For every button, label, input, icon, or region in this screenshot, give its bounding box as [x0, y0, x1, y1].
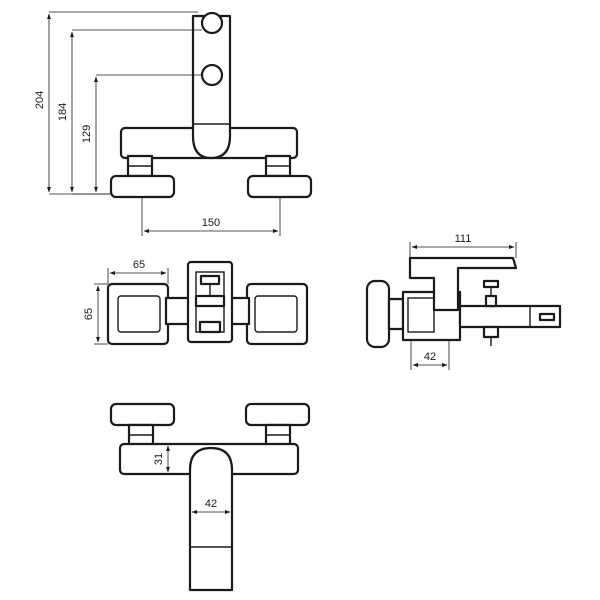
bottom-nut-right	[244, 402, 311, 427]
side-diverter-cap	[482, 279, 500, 289]
dim-top-depth-handle: 65	[83, 283, 108, 345]
side-spout	[458, 304, 562, 329]
bottom-view: 31 42	[109, 402, 311, 592]
label-184: 184	[57, 103, 69, 121]
side-handle-disk	[365, 279, 391, 349]
label-129: 129	[81, 125, 93, 143]
top-spindle-base	[194, 294, 226, 308]
top-outlet	[198, 320, 222, 334]
dim-front-height-outlet: 129	[81, 74, 202, 193]
knob-circle-top	[200, 11, 224, 35]
side-spout-tip	[538, 312, 556, 322]
label-111: 111	[455, 233, 472, 245]
label-31: 31	[153, 453, 165, 465]
side-connector	[387, 297, 405, 331]
label-65-width: 65	[133, 259, 145, 271]
side-lever	[408, 256, 518, 312]
dim-bottom-lever-width: 42	[191, 498, 231, 514]
top-spindle-cap	[199, 274, 221, 286]
side-view: 111 42	[365, 233, 562, 370]
bottom-nut-left	[109, 402, 176, 427]
top-handle-right	[245, 282, 309, 346]
side-outlet	[482, 325, 500, 339]
dim-side-depth-overall: 111	[409, 233, 517, 258]
bottom-lever	[188, 446, 234, 592]
front-lever	[191, 14, 232, 160]
dim-front-height-handle: 184	[57, 29, 202, 195]
dim-side-depth-body: 42	[410, 340, 450, 370]
top-view: 65 65	[83, 259, 309, 346]
dim-bottom-body-height: 31	[153, 443, 184, 475]
label-42-side: 42	[424, 351, 436, 363]
label-150: 150	[202, 217, 220, 229]
side-diverter-stem	[484, 294, 498, 308]
dim-front-width-centers: 150	[141, 197, 281, 236]
label-42-bottom: 42	[205, 498, 217, 510]
label-204: 204	[34, 91, 46, 109]
knob-circle-middle	[200, 63, 224, 87]
front-nut-left	[109, 174, 176, 199]
top-handle-left	[106, 282, 170, 346]
label-65-depth: 65	[83, 308, 95, 320]
dim-top-width-handle: 65	[107, 259, 169, 284]
front-view: 204 184 129 150	[34, 11, 313, 236]
front-nut-right	[246, 174, 313, 199]
